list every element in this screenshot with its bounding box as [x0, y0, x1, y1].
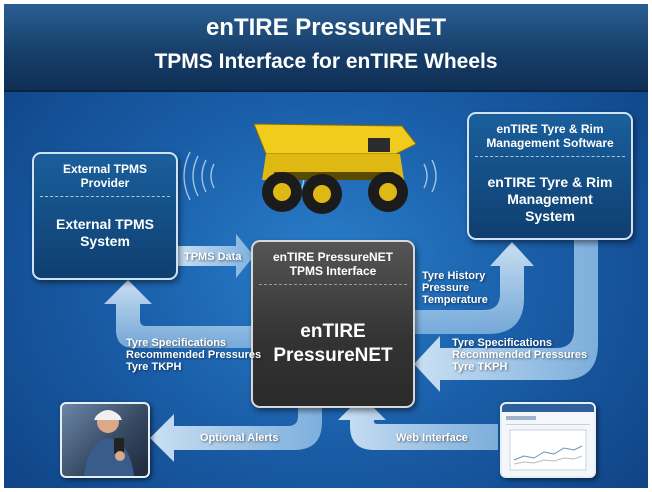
arrow-tyre-history: [412, 242, 534, 334]
tyre-rim-system-label: enTIRE Tyre & Rim Management System: [487, 174, 613, 224]
history-line-2: Pressure: [422, 282, 470, 294]
header-banner: enTIRE PressureNET TPMS Interface for en…: [4, 4, 648, 92]
arrow-specs-right: [414, 240, 598, 392]
specs-right-line-3: Tyre TKPH: [452, 361, 508, 373]
web-interface-label: Web Interface: [396, 432, 468, 444]
arrow-web-interface: [338, 396, 498, 450]
tyre-history-label: Tyre History Pressure Temperature: [422, 270, 488, 306]
page-title: enTIRE PressureNET: [205, 14, 447, 41]
diagram-canvas: enTIRE PressureNET TPMS Interface for en…: [4, 4, 648, 488]
external-tpms-system-label: External TPMS System: [55, 216, 155, 249]
flow-arrows: [104, 123, 598, 462]
specs-left-line-1: Tyre Specifications: [126, 337, 227, 349]
history-line-3: Temperature: [422, 294, 488, 306]
arrow-specs-left: [104, 280, 254, 348]
history-line-1: Tyre History: [422, 270, 486, 282]
external-tpms-box: External TPMS Provider External TPMS Sys…: [32, 152, 178, 280]
arrow-tpms-data: [176, 234, 254, 278]
specs-left-line-3: Tyre TKPH: [126, 361, 182, 373]
haul-truck-icon: [253, 123, 417, 214]
pressurenet-tpms-interface-label: enTIRE PressureNET TPMS Interface: [272, 250, 394, 278]
pressurenet-main-label: enTIRE PressureNET: [273, 321, 393, 366]
pressurenet-interface-box: enTIRE PressureNET TPMS Interface enTIRE…: [251, 240, 415, 408]
specs-left-label: Tyre Specifications Recommended Pressure…: [126, 337, 261, 373]
specs-left-line-2: Recommended Pressures: [126, 349, 262, 361]
tpms-data-label: TPMS Data: [184, 251, 242, 263]
technician-photo: [60, 402, 150, 478]
web-interface-screenshot: [500, 402, 596, 478]
optional-alerts-label: Optional Alerts: [200, 432, 279, 444]
tyre-rim-software-box: enTIRE Tyre & Rim Management Software en…: [467, 112, 633, 240]
tyre-rim-software-label: enTIRE Tyre & Rim Management Software: [486, 122, 614, 150]
specs-right-label: Tyre Specifications Recommended Pressure…: [452, 337, 587, 373]
arrow-optional-alerts: [150, 406, 322, 462]
page-subtitle: TPMS Interface for enTIRE Wheels: [154, 50, 498, 73]
specs-right-line-1: Tyre Specifications: [452, 337, 553, 349]
external-tpms-provider-label: External TPMS Provider: [62, 162, 148, 190]
specs-right-line-2: Recommended Pressures: [452, 349, 588, 361]
